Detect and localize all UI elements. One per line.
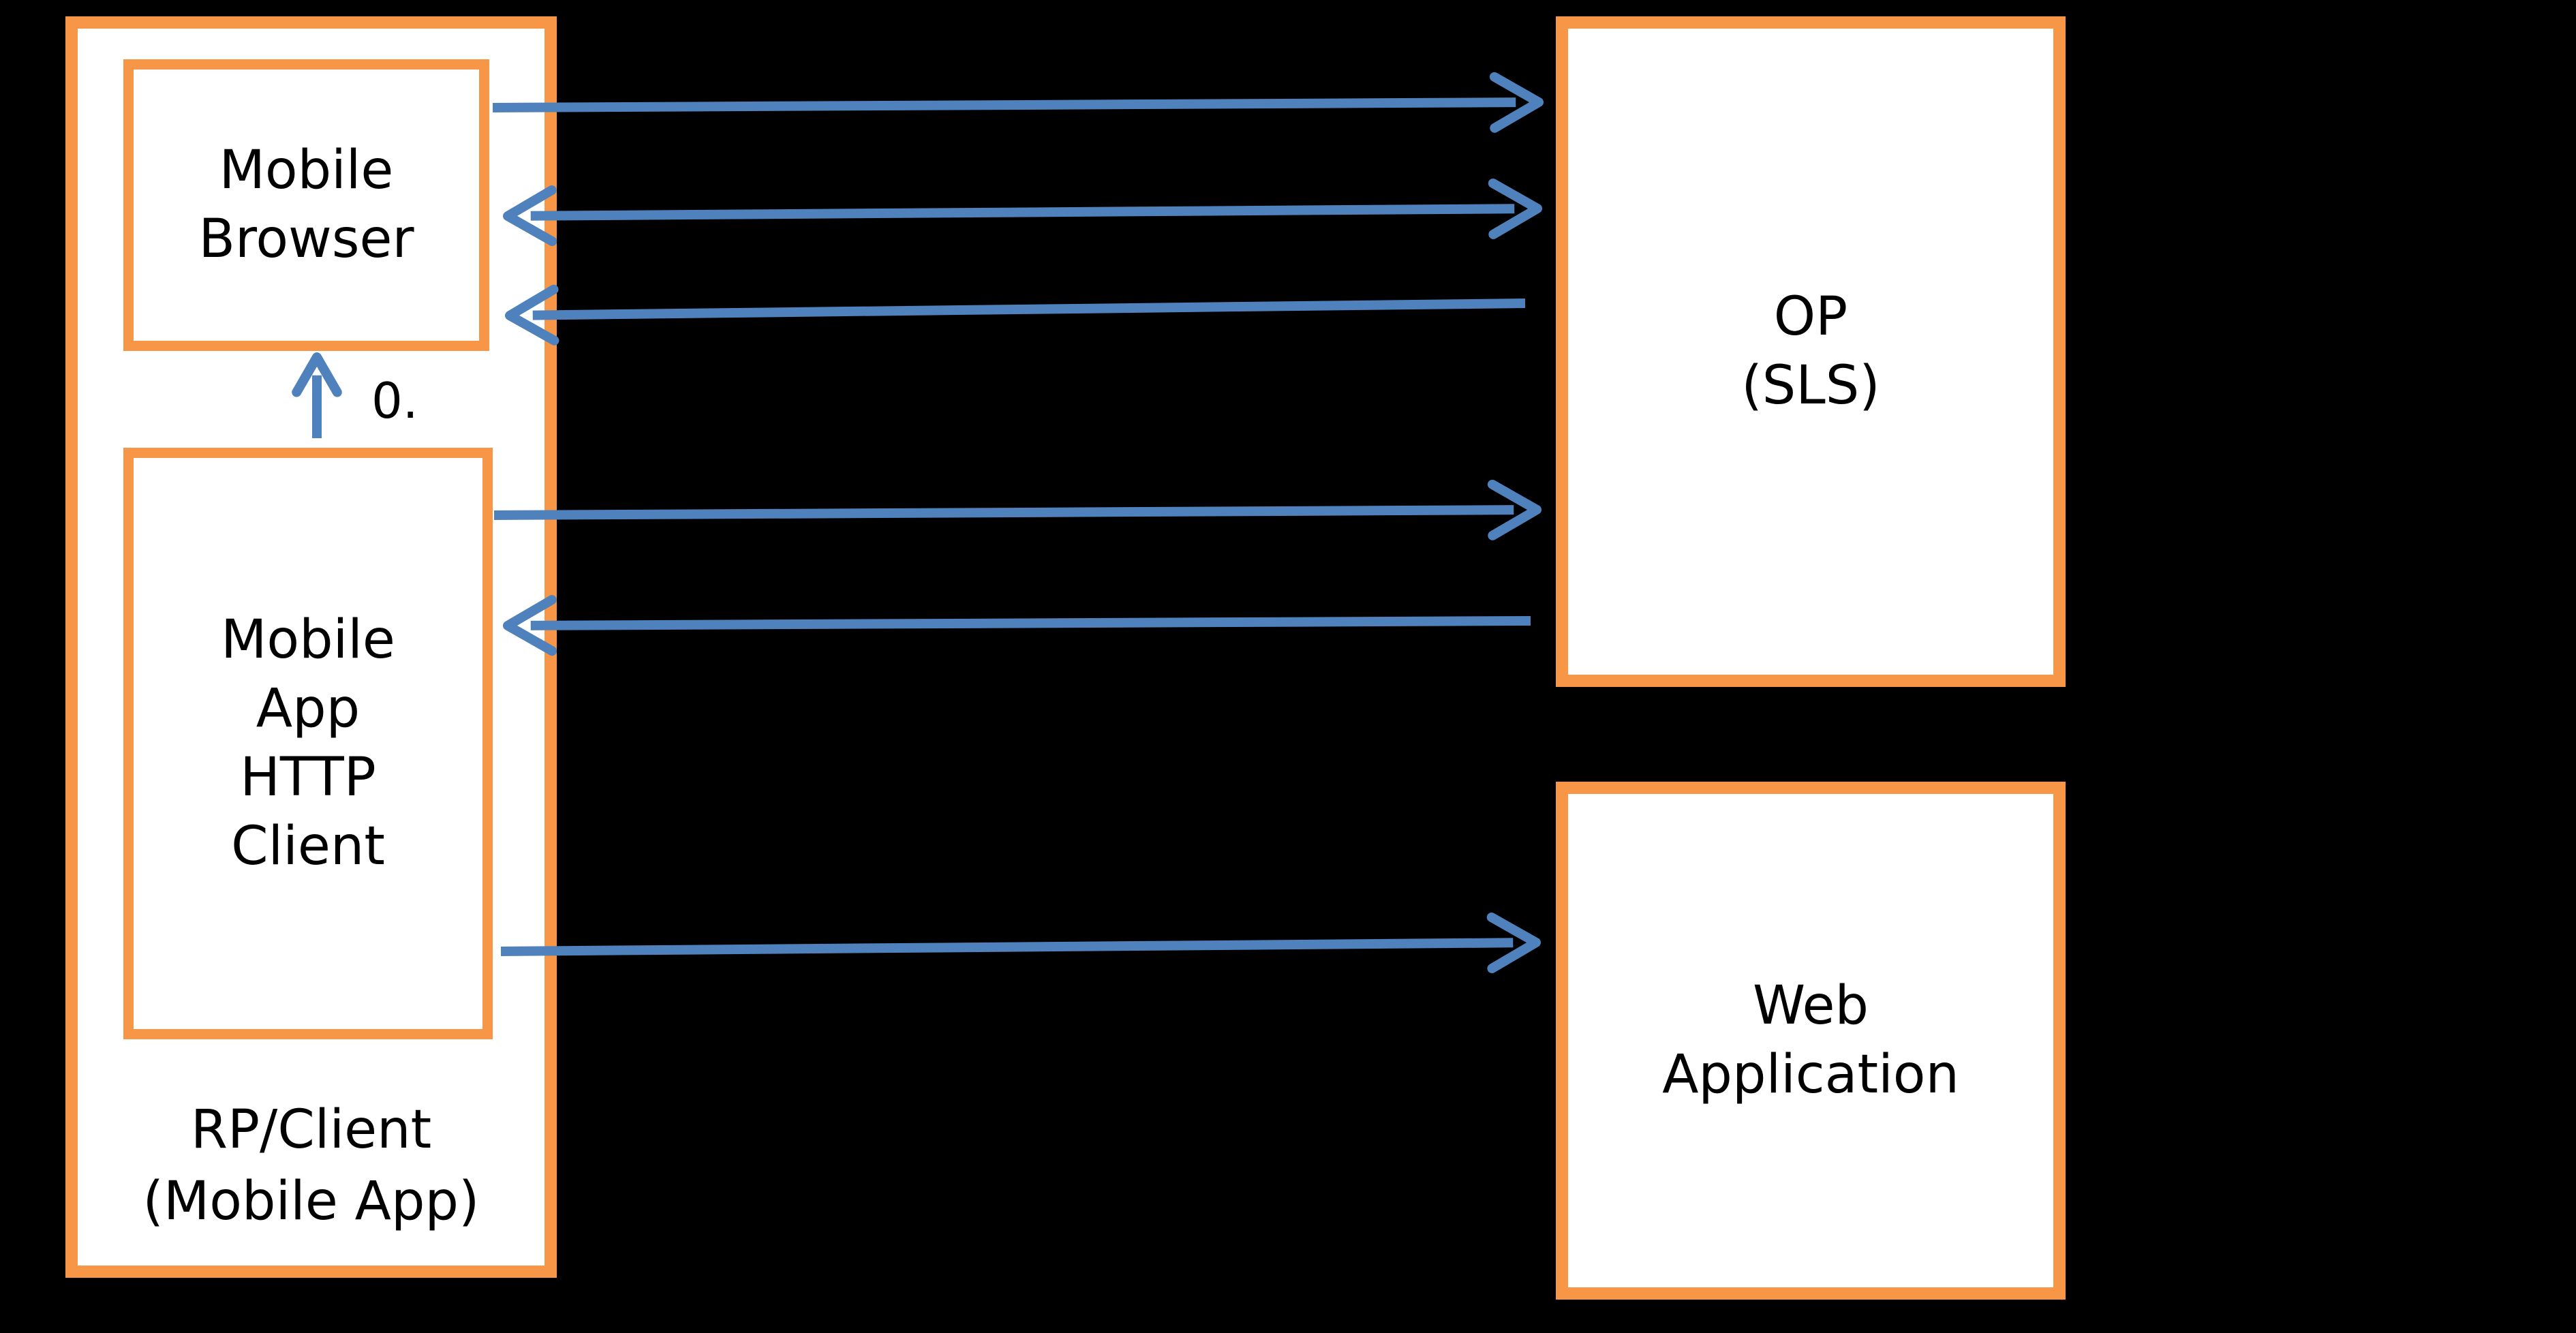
- mobile-browser-label-line2: Browser: [198, 209, 414, 270]
- arrow-app-to-webapp: [500, 913, 1541, 974]
- arrow-browser-op-bidirectional-head: [1488, 178, 1542, 239]
- mobile-browser-label-line1: Mobile: [219, 140, 394, 201]
- rp-client-caption: RP/Client (Mobile App): [78, 1094, 545, 1238]
- rp-client-caption-line1: RP/Client: [190, 1099, 432, 1161]
- op-label-line1: OP: [1773, 286, 1848, 348]
- mobile-app-http-client-box: Mobile App HTTP Client: [123, 448, 493, 1039]
- arrow-app-to-op-head: [1487, 479, 1542, 540]
- mobile-app-label-line4: Client: [231, 816, 385, 877]
- mobile-app-label-line2: App: [256, 678, 361, 739]
- op-sls-box: OP (SLS): [1556, 16, 2066, 687]
- web-application-label-line2: Application: [1662, 1044, 1959, 1105]
- step-0-label: 0.: [371, 372, 418, 429]
- mobile-browser-box: Mobile Browser: [123, 59, 489, 351]
- arrow-op-to-browser: [505, 284, 1526, 346]
- arrow-browser-to-op: [492, 72, 1544, 133]
- mobile-app-label-line3: HTTP: [240, 747, 376, 808]
- web-application-label-line1: Web: [1752, 975, 1869, 1037]
- arrow-app-to-op: [493, 479, 1542, 540]
- web-application-box: Web Application: [1556, 782, 2066, 1300]
- arrow-browser-to-op-head: [1489, 72, 1544, 133]
- mobile-app-label-line1: Mobile: [221, 609, 395, 671]
- arrow-app-to-webapp-head: [1486, 913, 1541, 974]
- op-label-line2: (SLS): [1741, 355, 1880, 416]
- arrow-op-to-app: [503, 595, 1531, 656]
- rp-client-caption-line2: (Mobile App): [142, 1171, 480, 1232]
- arrow-browser-op-bidirectional: [503, 178, 1542, 247]
